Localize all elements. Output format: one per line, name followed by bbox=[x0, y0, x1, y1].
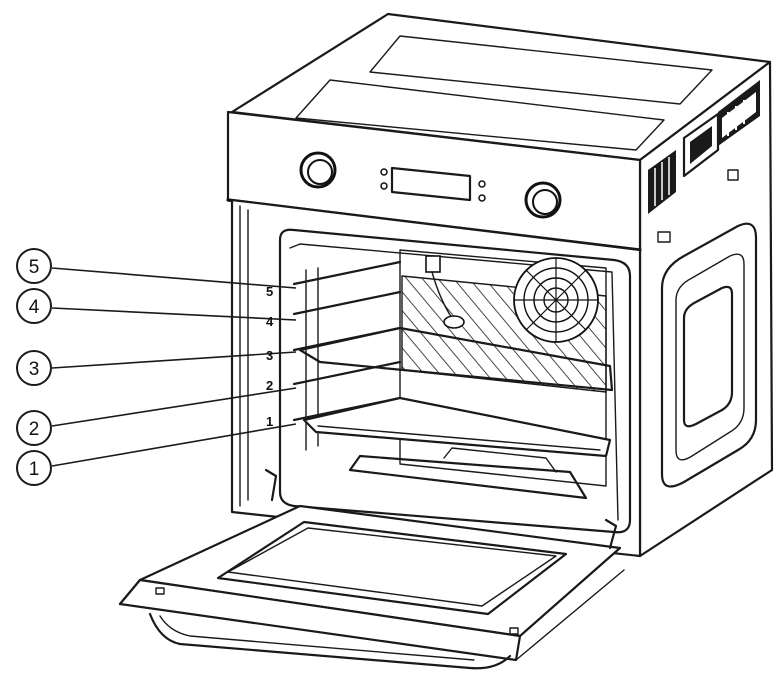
svg-text:4: 4 bbox=[29, 297, 40, 318]
side-vent-top bbox=[718, 80, 760, 146]
svg-text:3: 3 bbox=[29, 359, 40, 380]
shelf-label-2: 2 bbox=[266, 378, 273, 393]
callout-2: 2 bbox=[16, 387, 297, 446]
callout-1: 1 bbox=[16, 423, 297, 486]
side-vent-middle bbox=[682, 112, 720, 178]
shelf-label-1: 1 bbox=[266, 414, 273, 429]
shelf-label-3: 3 bbox=[266, 348, 273, 363]
left-knob bbox=[299, 151, 337, 189]
svg-text:1: 1 bbox=[29, 459, 40, 480]
svg-text:2: 2 bbox=[29, 419, 40, 440]
right-knob bbox=[524, 181, 562, 219]
shelf-label-5: 5 bbox=[266, 284, 273, 299]
oven-lamp-icon bbox=[425, 255, 465, 329]
display-window bbox=[380, 166, 486, 202]
convection-fan-icon bbox=[513, 257, 599, 343]
callouts: 5 4 3 2 1 bbox=[16, 248, 297, 486]
shelf-level-labels: 5 4 3 2 1 bbox=[266, 284, 274, 429]
callout-5: 5 bbox=[16, 248, 297, 289]
baking-tray bbox=[302, 396, 612, 458]
side-vent-left bbox=[648, 150, 676, 214]
oven-right-side bbox=[638, 60, 774, 558]
callout-3: 3 bbox=[16, 350, 297, 386]
callout-4: 4 bbox=[16, 288, 297, 324]
oven-cavity bbox=[278, 228, 632, 534]
svg-text:5: 5 bbox=[29, 257, 40, 278]
oven-door bbox=[118, 468, 625, 670]
control-panel bbox=[226, 110, 642, 252]
shelf-label-4: 4 bbox=[266, 314, 274, 329]
